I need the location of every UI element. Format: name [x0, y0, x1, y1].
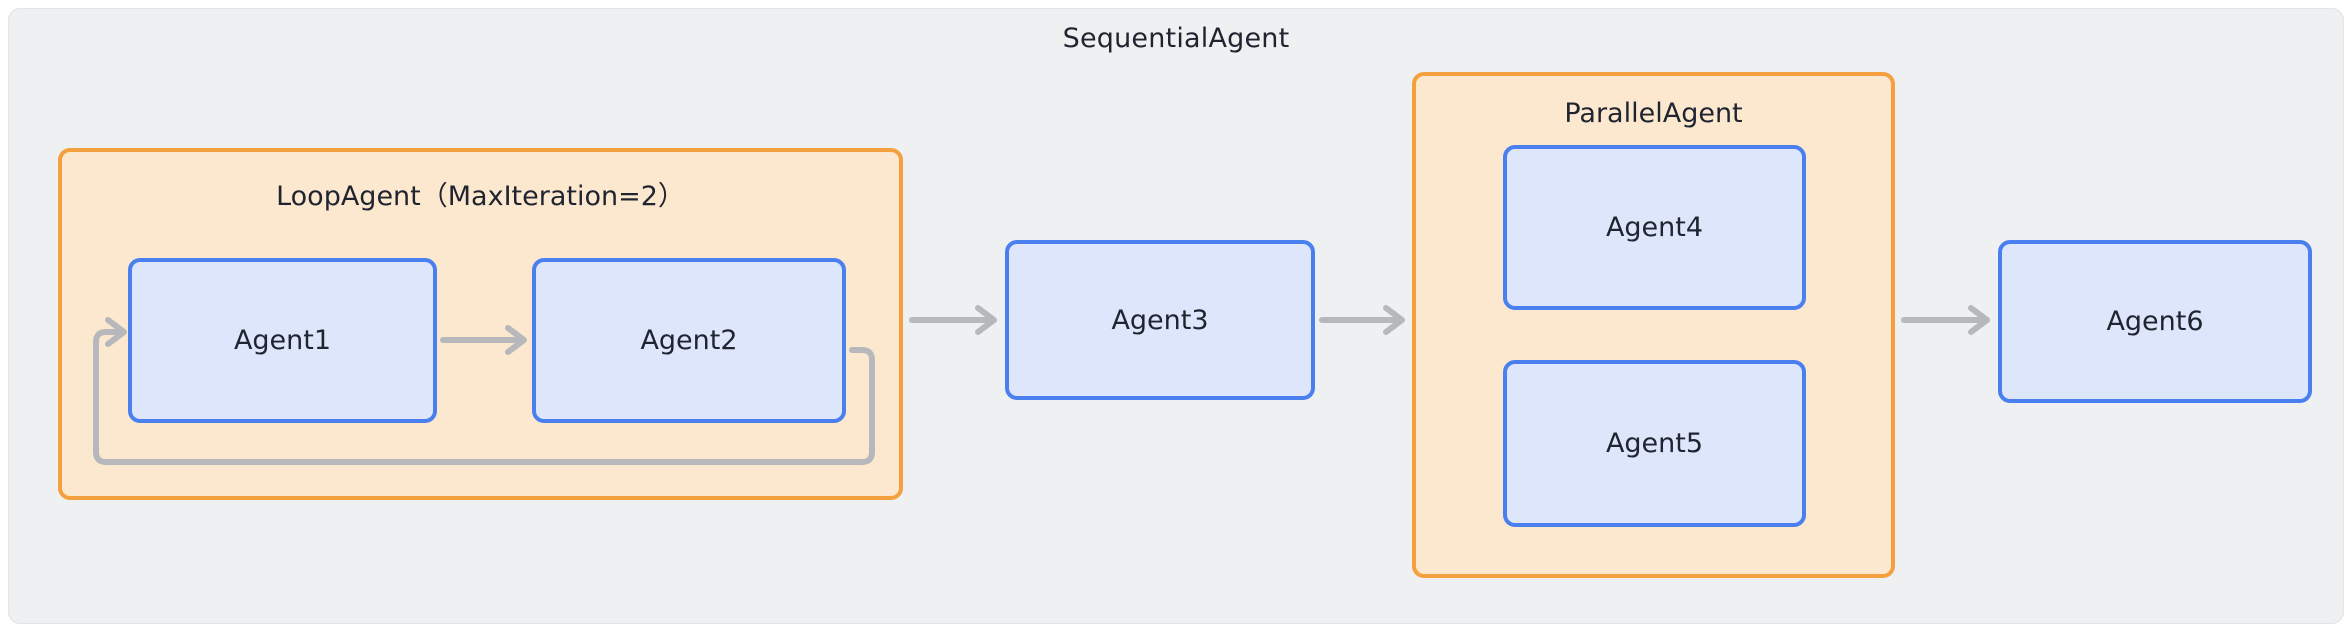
- node-agent4-label: Agent4: [1605, 212, 1704, 243]
- node-agent1[interactable]: Agent1: [128, 258, 437, 423]
- node-agent4[interactable]: Agent4: [1503, 145, 1806, 310]
- node-agent5-label: Agent5: [1605, 428, 1704, 459]
- node-agent3-label: Agent3: [1111, 304, 1209, 336]
- group-parallel-agent-label: ParallelAgent: [1564, 98, 1743, 129]
- node-agent2[interactable]: Agent2: [532, 258, 846, 423]
- node-agent2-label: Agent2: [640, 325, 738, 356]
- node-agent5[interactable]: Agent5: [1503, 360, 1806, 527]
- group-sequential-agent-label: SequentialAgent: [1062, 23, 1290, 54]
- node-agent1-label: Agent1: [233, 325, 332, 356]
- node-agent3[interactable]: Agent3: [1005, 240, 1315, 400]
- node-agent6-label: Agent6: [2106, 306, 2204, 337]
- node-agent6[interactable]: Agent6: [1998, 240, 2312, 403]
- group-loop-agent-label: LoopAgent（MaxIteration=2）: [276, 181, 685, 212]
